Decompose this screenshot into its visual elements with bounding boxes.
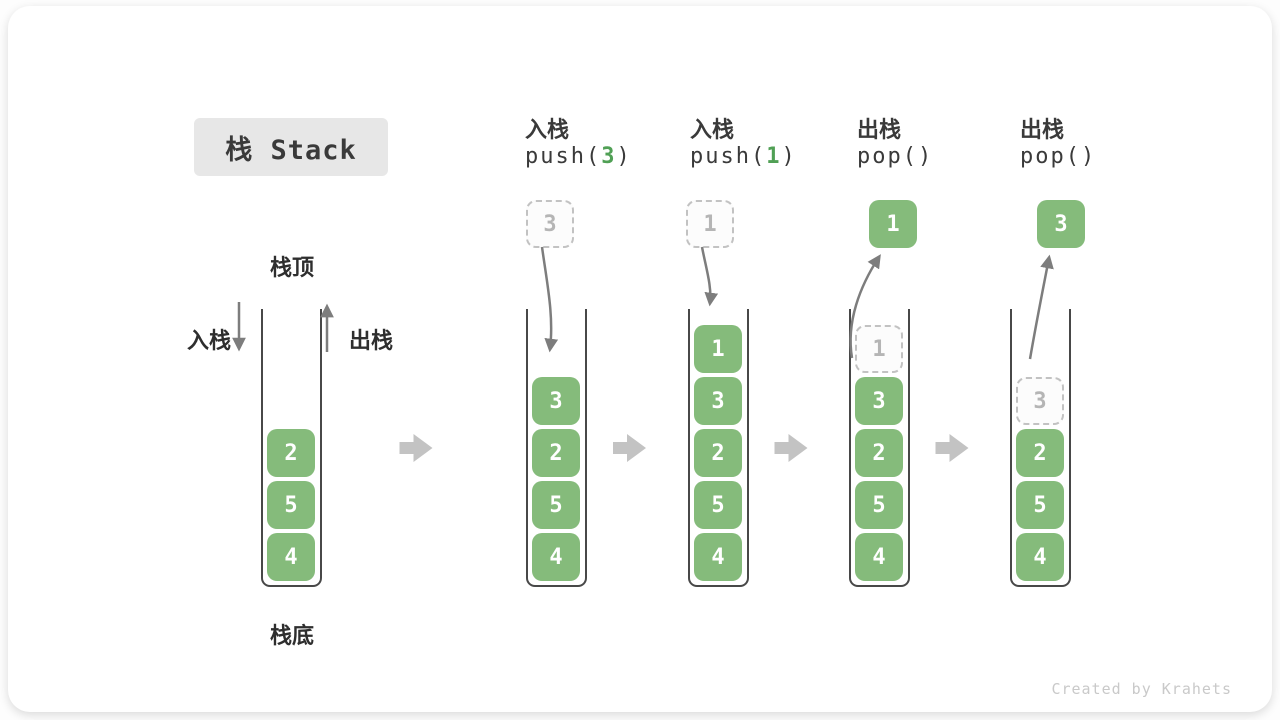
op-cjk-label: 入栈 (525, 117, 570, 142)
stack-container-pop-1: 1 3 2 5 4 (849, 309, 910, 587)
stack-element: 4 (532, 533, 580, 581)
op-code-label: pop() (857, 144, 933, 169)
stack-container-pop-3: 3 2 5 4 (1010, 309, 1071, 587)
op-caption-push-3: 入栈 push(3) (525, 112, 632, 169)
op-code-label: push(1) (690, 144, 797, 169)
stack-element: 3 (694, 377, 742, 425)
watermark: Created by Krahets (1051, 680, 1232, 698)
incoming-element-1: 1 (686, 200, 734, 248)
stack-element: 2 (694, 429, 742, 477)
stack-element: 5 (267, 481, 315, 529)
stack-container-initial: 2 5 4 (261, 309, 322, 587)
stack-element: 2 (855, 429, 903, 477)
code-prefix: push( (525, 144, 602, 169)
popped-element-1: 1 (869, 200, 917, 248)
op-caption-push-1: 入栈 push(1) (690, 112, 797, 169)
stack-element-removed: 1 (855, 325, 903, 373)
stack-bottom-label: 栈底 (269, 623, 314, 648)
stack-top-label: 栈顶 (269, 255, 314, 280)
stack-element: 4 (1016, 533, 1064, 581)
stack-element: 5 (1016, 481, 1064, 529)
stack-element: 3 (532, 377, 580, 425)
stack-element: 5 (855, 481, 903, 529)
code-suffix: ) (616, 144, 632, 169)
code-prefix: pop() (857, 144, 934, 169)
popped-element-3: 3 (1037, 200, 1085, 248)
code-prefix: push( (690, 144, 767, 169)
op-cjk-label: 出栈 (857, 117, 902, 142)
diagram-card: 栈 Stack 栈顶 栈底 入栈 出栈 入栈 push(3) 入栈 push(1… (8, 6, 1272, 712)
stack-element: 3 (855, 377, 903, 425)
op-code-label: push(3) (525, 144, 632, 169)
title-text: 栈 Stack (225, 134, 357, 166)
title-badge: 栈 Stack (194, 118, 388, 176)
stack-container-push-1: 1 3 2 5 4 (688, 309, 749, 587)
op-caption-pop-1: 出栈 pop() (857, 112, 933, 169)
op-code-label: pop() (1020, 144, 1096, 169)
op-caption-pop-3: 出栈 pop() (1020, 112, 1096, 169)
stack-element: 5 (694, 481, 742, 529)
op-cjk-label: 出栈 (1020, 117, 1065, 142)
push-side-label: 入栈 (186, 328, 231, 353)
pop-side-label: 出栈 (349, 328, 394, 353)
incoming-element-3: 3 (526, 200, 574, 248)
stack-container-push-3: 3 2 5 4 (526, 309, 587, 587)
code-suffix: ) (781, 144, 797, 169)
stack-element: 2 (1016, 429, 1064, 477)
op-cjk-label: 入栈 (690, 117, 735, 142)
stack-element: 5 (532, 481, 580, 529)
stack-element: 4 (855, 533, 903, 581)
code-arg: 3 (601, 144, 617, 169)
code-prefix: pop() (1020, 144, 1097, 169)
stack-element: 4 (694, 533, 742, 581)
code-arg: 1 (766, 144, 782, 169)
stack-element: 2 (532, 429, 580, 477)
stack-element: 4 (267, 533, 315, 581)
stack-element-removed: 3 (1016, 377, 1064, 425)
stack-element: 2 (267, 429, 315, 477)
stack-element: 1 (694, 325, 742, 373)
